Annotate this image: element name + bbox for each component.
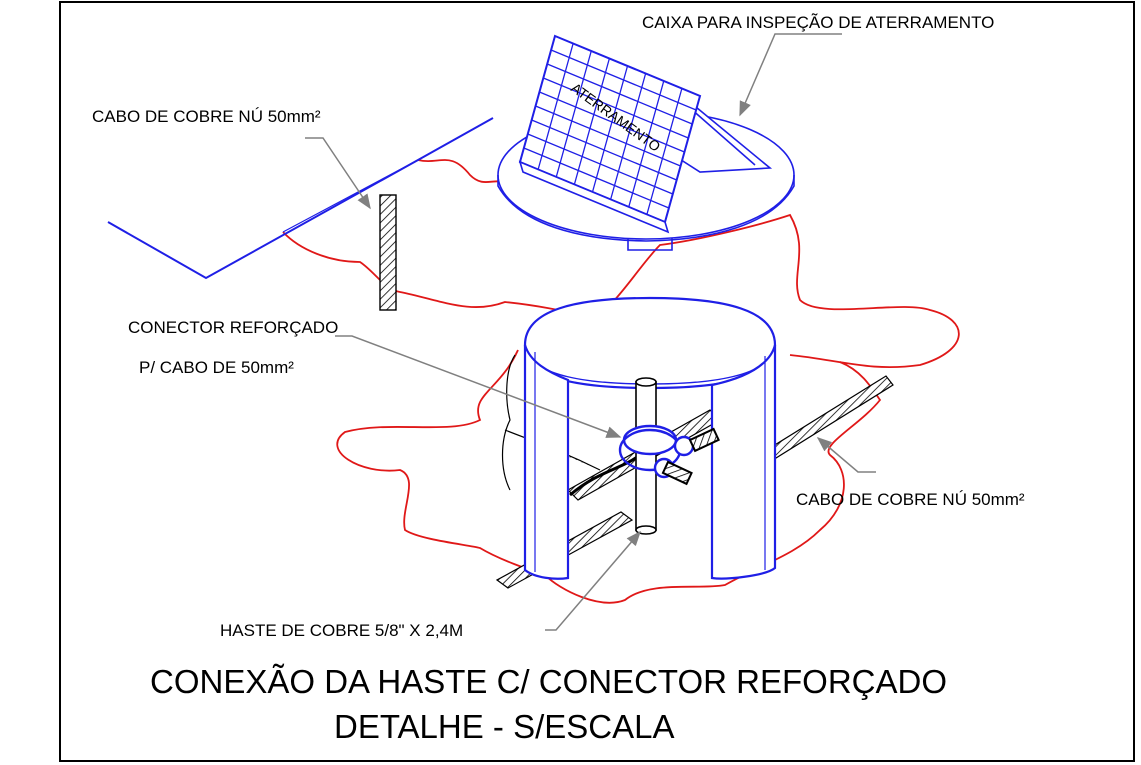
ground-rod xyxy=(635,381,657,531)
upper-soil-cut-outline xyxy=(282,213,960,368)
label-right-cable: CABO DE COBRE NÚ 50mm² xyxy=(796,490,1025,509)
label-top-cable: CABO DE COBRE NÚ 50mm² xyxy=(92,107,321,126)
drawing-title: CONEXÃO DA HASTE C/ CONECTOR REFORÇADO xyxy=(150,663,947,700)
top-cable-shadow-segment xyxy=(282,159,419,233)
leader-connector xyxy=(335,335,622,438)
grate-bar xyxy=(609,73,647,200)
label-connector-line1: CONECTOR REFORÇADO xyxy=(128,318,338,337)
grate-bar xyxy=(591,65,629,193)
grate-bar xyxy=(537,43,574,170)
label-inspection-box: CAIXA PARA INSPEÇÃO DE ATERRAMENTO xyxy=(642,13,994,32)
connector-bolts xyxy=(661,427,720,486)
top-copper-cable xyxy=(107,117,494,280)
leader-inspection-box xyxy=(739,33,842,117)
grate-bar xyxy=(531,119,677,181)
reinforced-connector xyxy=(618,424,695,479)
inspection-grate xyxy=(518,34,702,234)
grate-bar xyxy=(646,88,683,215)
grate-bar xyxy=(546,63,693,125)
ground-rod-bottom xyxy=(635,525,657,535)
drawing-subtitle: DETALHE - S/ESCALA xyxy=(334,708,675,745)
background-ground-rod xyxy=(379,194,397,311)
ground-rod-top xyxy=(635,377,657,387)
inspection-well-cylinder xyxy=(523,296,777,580)
label-ground-rod: HASTE DE COBRE 5/8" X 2,4M xyxy=(220,621,463,640)
lower-soil-cut-inner xyxy=(501,354,516,491)
grate-bar xyxy=(523,147,670,209)
label-connector-line2: P/ CABO DE 50mm² xyxy=(139,358,294,377)
upper-soil-cut-left xyxy=(417,159,511,186)
leader-right-cable xyxy=(816,437,876,473)
grate-bar xyxy=(550,49,697,111)
leader-top-cable xyxy=(305,137,371,210)
grate-bar xyxy=(573,58,611,185)
leader-lines xyxy=(305,33,876,631)
grate-bar xyxy=(628,80,665,208)
grate-bar xyxy=(555,50,592,178)
grate-bar xyxy=(535,105,681,167)
grate-bar xyxy=(543,77,689,139)
grate-bar xyxy=(527,133,674,195)
grate-bar xyxy=(539,91,685,153)
drawing-frame xyxy=(59,1,1135,762)
inspection-box xyxy=(497,34,795,251)
leader-rod xyxy=(545,530,641,631)
